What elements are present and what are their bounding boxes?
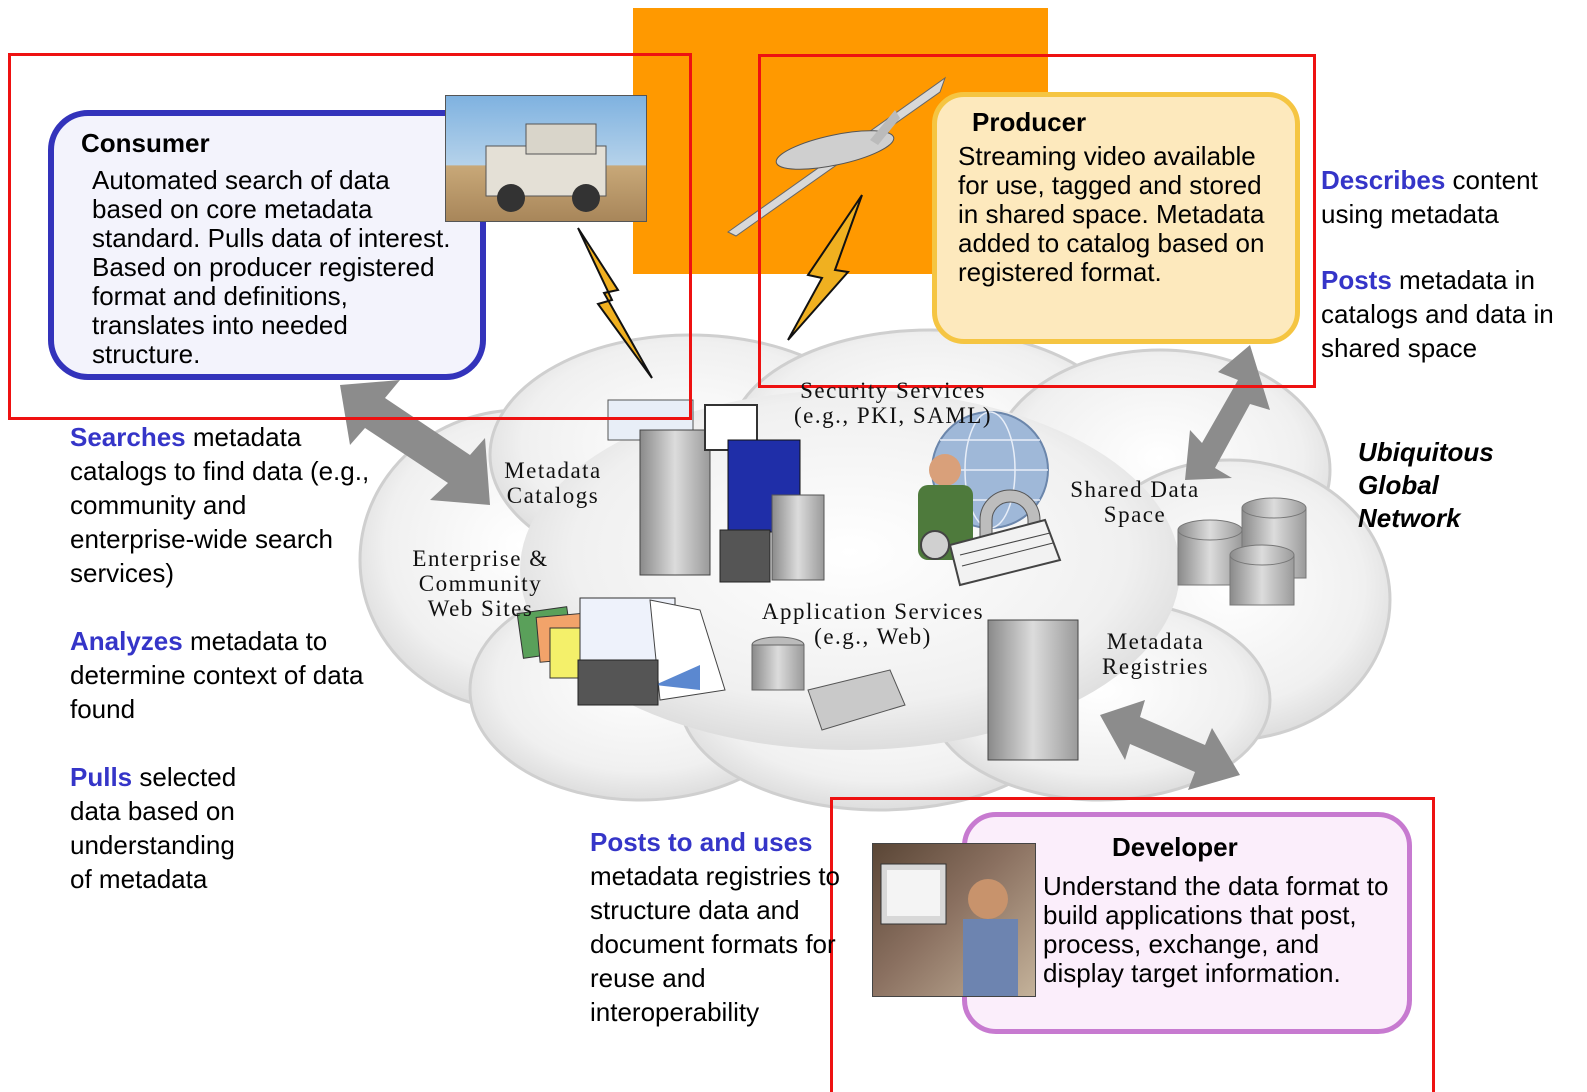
flow-arrows [340, 345, 1270, 790]
action-posts-to-and-uses-rest: metadata registries to structure data an… [590, 861, 841, 1027]
label-metadata-registries: Metadata Registries [1102, 629, 1209, 679]
label-shared-data-space: Shared Data Space [1070, 477, 1200, 527]
action-describes: Describes content using metadata [1321, 165, 1538, 229]
action-searches: Searches metadata catalogs to find data … [70, 422, 370, 588]
label-metadata-catalogs: Metadata Catalogs [504, 458, 602, 508]
shared-data-cylinders-icon [1177, 497, 1307, 606]
lightning-bolt-icon [787, 194, 863, 341]
developer-box: Developer Understand the data format to … [962, 812, 1412, 1034]
consumer-actions: Searches metadata catalogs to find data … [70, 420, 370, 930]
label-application-services: Application Services (e.g., Web) [761, 599, 985, 649]
consumer-box: Consumer Automated search of data based … [48, 110, 486, 380]
producer-actions: Describes content using metadata Posts m… [1321, 163, 1571, 399]
key-lock-icon [920, 489, 1062, 587]
action-posts-to-and-uses: Posts to and uses [590, 827, 813, 857]
producer-title: Producer [972, 107, 1087, 137]
lightning-bolt-icon [577, 227, 653, 379]
action-posts: Posts metadata in catalogs and data in s… [1321, 265, 1554, 363]
uav-drone-icon [727, 76, 947, 237]
developer-body: Understand the data format to build appl… [1043, 871, 1389, 988]
developer-actions: Posts to and uses metadata registries to… [590, 825, 870, 1029]
action-pulls: Pulls selected data based on understandi… [70, 762, 237, 894]
consumer-title: Consumer [81, 128, 210, 158]
consumer-frame [8, 53, 692, 420]
producer-frame [758, 54, 1316, 388]
registry-server-icon [987, 619, 1079, 761]
label-web-sites: Enterprise & Community Web Sites [412, 546, 549, 621]
developer-photo [872, 843, 1036, 997]
developer-frame [830, 797, 1435, 1092]
consumer-body: Automated search of data based on core m… [92, 165, 451, 369]
network-label: Ubiquitous Global Network [1358, 437, 1494, 533]
action-analyzes: Analyzes metadata to determine context o… [70, 626, 364, 724]
developer-title: Developer [1112, 832, 1238, 862]
label-security-services: Security Services (e.g., PKI, SAML) [794, 378, 992, 428]
producer-box: Producer Streaming video available for u… [932, 92, 1300, 344]
producer-body: Streaming video available for use, tagge… [958, 141, 1265, 287]
web-pages-icon [516, 597, 726, 706]
humvee-photo [445, 95, 647, 222]
catalog-server-icon [607, 399, 825, 583]
app-server-icon [751, 636, 906, 731]
